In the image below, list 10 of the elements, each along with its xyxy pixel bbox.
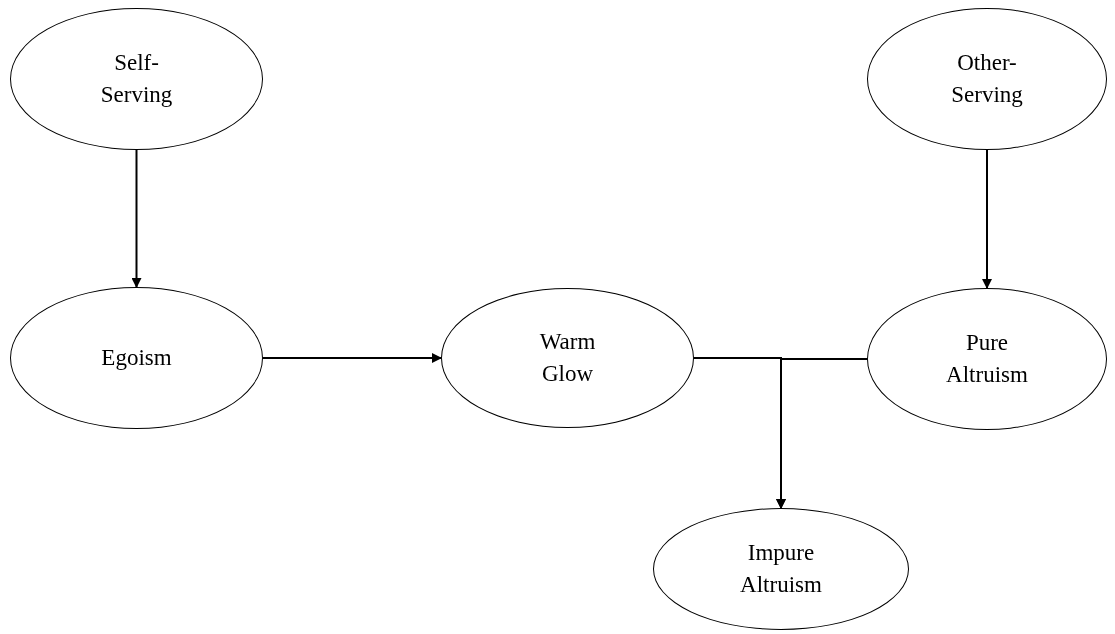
arrow [776, 358, 868, 509]
arrow [262, 353, 442, 363]
arrow [131, 149, 142, 288]
concept-label: Pure Altruism [945, 329, 1029, 389]
concept-label: Self- Serving [99, 49, 174, 109]
concept-label: Egoism [100, 344, 173, 372]
arrow [982, 149, 992, 289]
concept-label: Other- Serving [950, 49, 1024, 109]
concept-label: Warm Glow [538, 328, 597, 388]
concept-label: Impure Altruism [739, 539, 823, 599]
